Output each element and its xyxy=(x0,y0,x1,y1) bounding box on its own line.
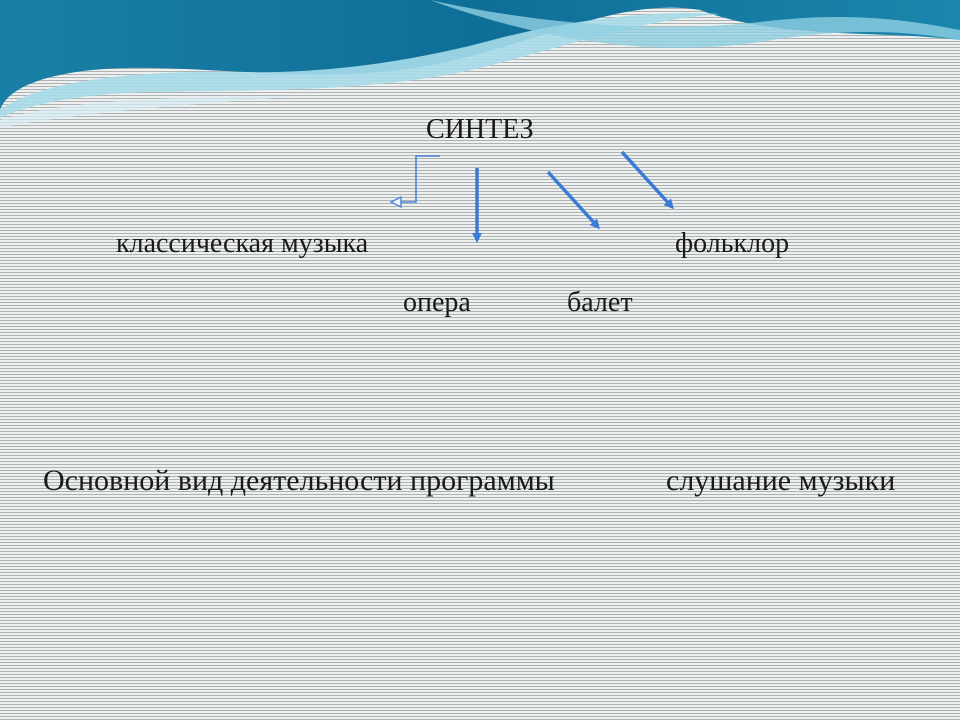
branch-opera-label: опера xyxy=(403,287,471,318)
diagram-root-label: СИНТЕЗ xyxy=(426,114,534,145)
branch-ballet-label: балет xyxy=(567,287,633,318)
arrow-to-folklore xyxy=(620,150,675,210)
branch-folklore-label: фольклор xyxy=(675,228,790,259)
activity-value: слушание музыки xyxy=(666,464,896,497)
header-wave-decoration xyxy=(0,0,960,128)
arrow-to-classical xyxy=(389,155,440,209)
arrow-to-ballet xyxy=(546,170,601,230)
branch-classical-label: классическая музыка xyxy=(116,228,369,259)
activity-label: Основной вид деятельности программы xyxy=(43,464,555,497)
